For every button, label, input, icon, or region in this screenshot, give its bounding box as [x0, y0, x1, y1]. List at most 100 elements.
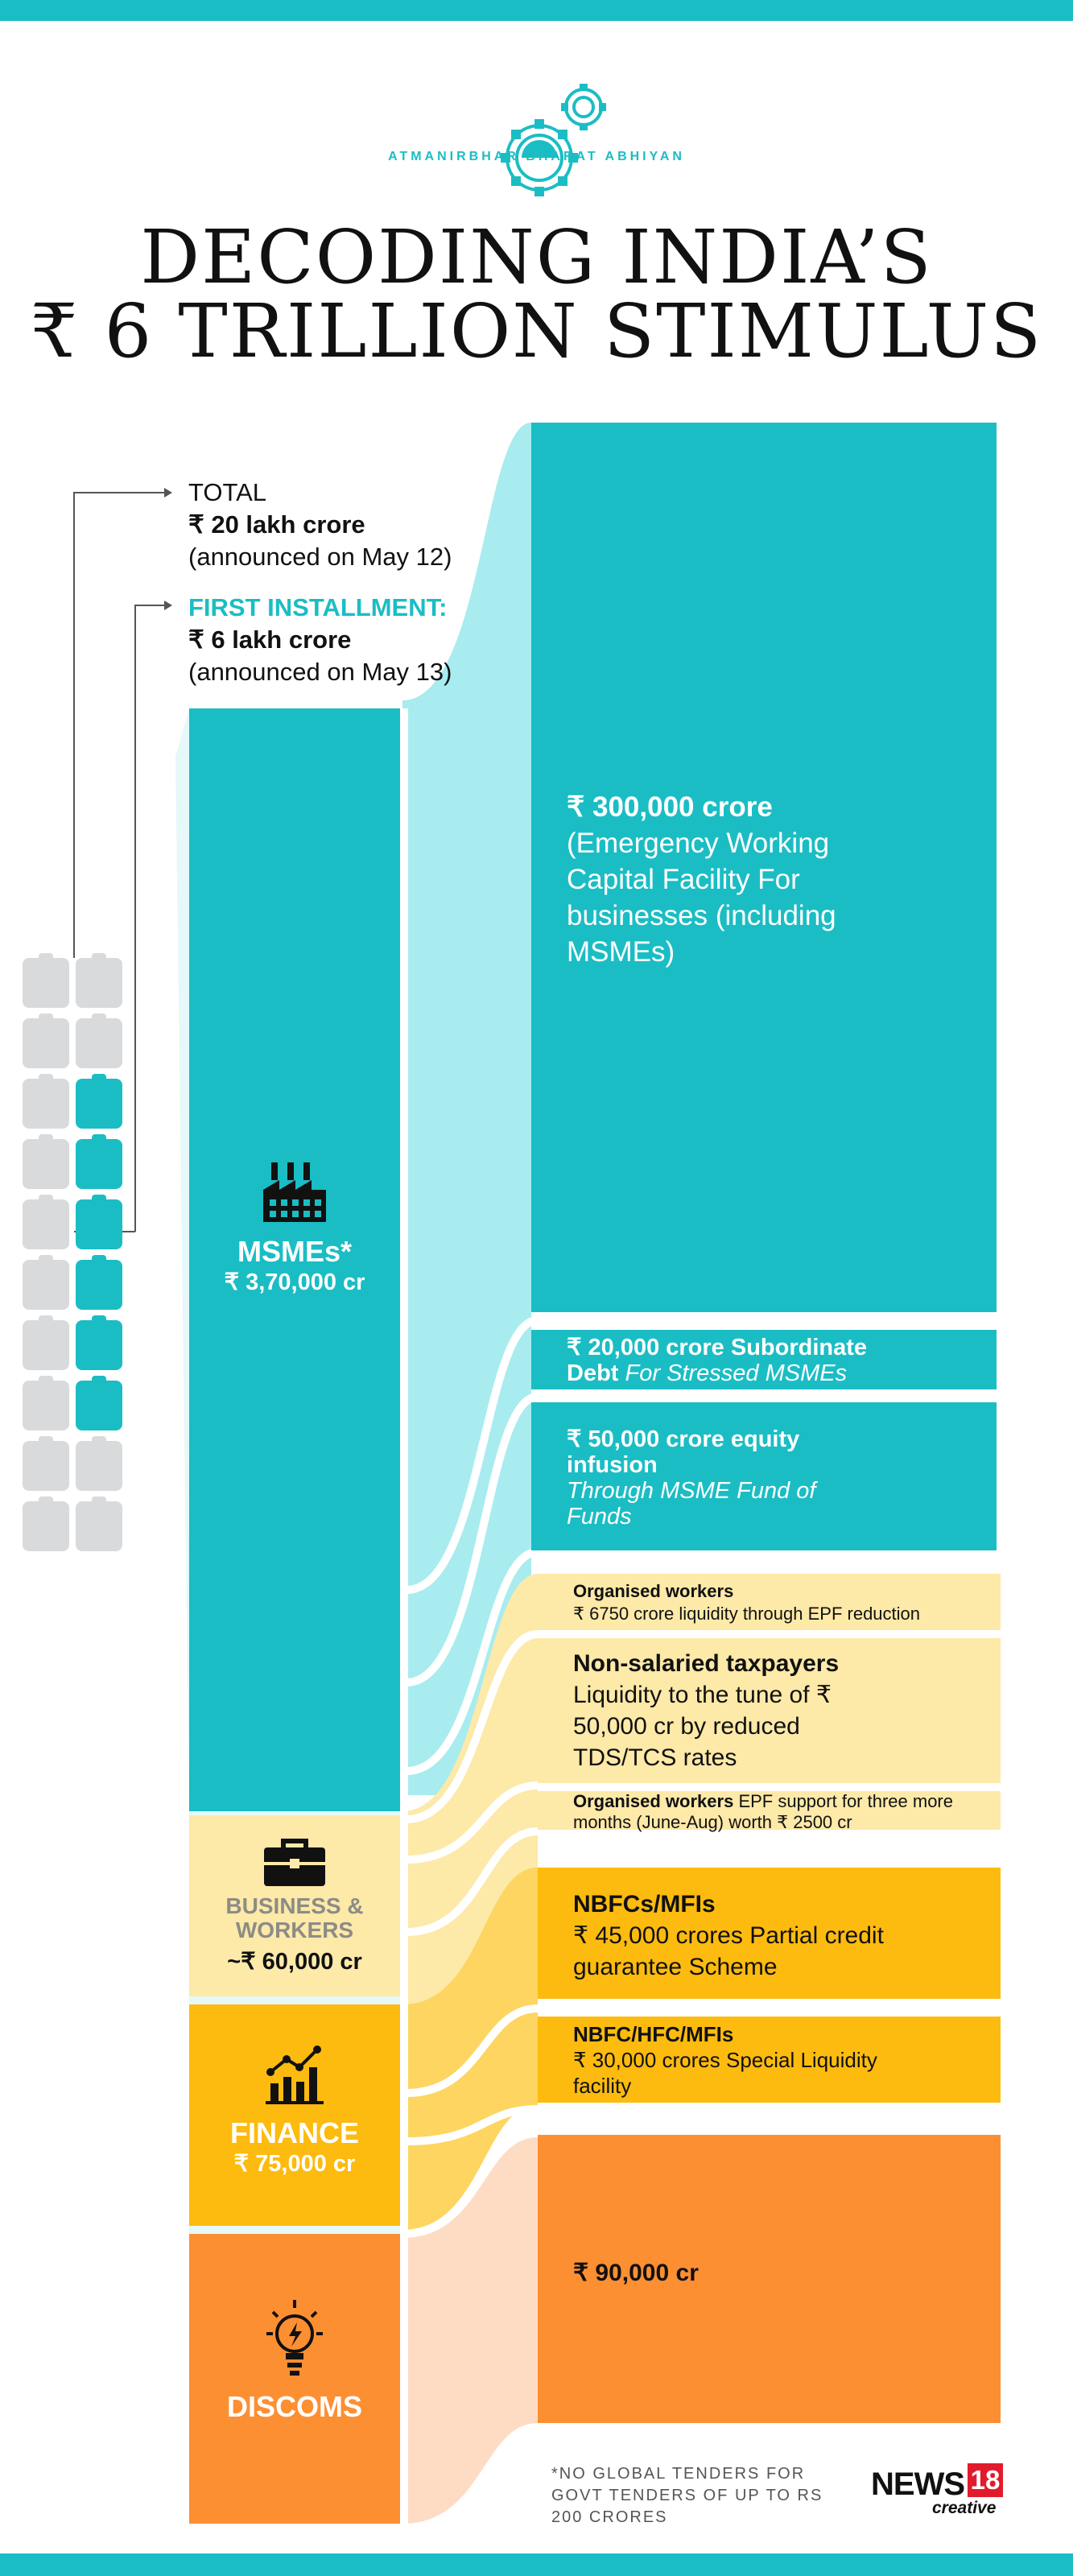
unit-cell-notch	[39, 1074, 53, 1082]
unit-cell	[23, 1376, 69, 1430]
unit-cell	[23, 1436, 69, 1491]
flow-stream-discoms	[402, 2137, 538, 2524]
item-title: Non-salaried taxpayers	[573, 1650, 840, 1677]
total-connector	[73, 492, 164, 958]
unit-cell	[23, 1074, 69, 1129]
unit-cell	[76, 1013, 122, 1068]
unit-cell	[23, 1255, 69, 1310]
unit-cell-notch	[92, 1013, 106, 1022]
item-amount: ₹ 50,000 crore equity infusion	[567, 1426, 800, 1478]
unit-cell-notch	[39, 1013, 53, 1022]
unit-cell-highlighted	[76, 1134, 122, 1189]
unit-cell-notch	[39, 953, 53, 961]
bar-chart-icon	[266, 2046, 324, 2104]
unit-cell-notch	[92, 1074, 106, 1082]
category-msmes: MSMEs* ₹ 3,70,000 cr	[189, 708, 400, 1811]
item-description: ₹ 45,000 crores Partial credit guarantee…	[573, 1922, 884, 1980]
gear-logo-icon	[501, 84, 606, 196]
unit-cell	[23, 1315, 69, 1370]
category-value: ~₹ 60,000 cr	[227, 1949, 362, 1975]
item-description: For Stressed MSMEs	[625, 1360, 848, 1386]
bottom-bar	[0, 2553, 1073, 2576]
item-organised-workers-epf-reduction: Organised workers ₹ 6750 crore liquidity…	[538, 1574, 1001, 1630]
unit-cell-highlighted	[76, 1074, 122, 1129]
category-name: BUSINESS & WORKERS	[225, 1893, 364, 1942]
unit-cell	[76, 1436, 122, 1491]
unit-cell-notch	[92, 1496, 106, 1505]
item-nbfc-partial-credit: NBFCs/MFIs ₹ 45,000 crores Partial credi…	[538, 1868, 1001, 1999]
item-organised-workers-epf-support: Organised workers EPF support for three …	[538, 1791, 1001, 1832]
item-description: Liquidity to the tune of ₹ 50,000 cr by …	[573, 1682, 832, 1771]
brand-name: NEWS	[871, 2467, 965, 2502]
unit-cell-notch	[39, 1496, 53, 1505]
total-label: TOTAL	[188, 478, 267, 506]
briefcase-icon	[264, 1839, 325, 1886]
item-amount: ₹ 90,000 cr	[573, 2260, 699, 2286]
item-amount: ₹ 300,000 crore	[567, 791, 773, 823]
total-note: (announced on May 12)	[188, 543, 452, 571]
category-name: DISCOMS	[226, 2390, 362, 2423]
item-subordinate-debt: ₹ 20,000 crore Subordinate Debt For Stre…	[531, 1330, 997, 1389]
unit-cell-notch	[92, 1315, 106, 1323]
item-emergency-working-capital: ₹ 300,000 crore (Emergency Working Capit…	[531, 423, 997, 1312]
category-business-workers: BUSINESS & WORKERS ~₹ 60,000 cr	[189, 1815, 400, 1996]
total-value: ₹ 20 lakh crore	[188, 510, 365, 539]
footnote: *NO GLOBAL TENDERS FOR GOVT TENDERS OF U…	[551, 2465, 823, 2526]
item-title: Organised workers	[573, 1581, 734, 1601]
unit-cell-notch	[39, 1195, 53, 1203]
page-title-line-1: DECODING INDIA’S	[140, 214, 933, 300]
unit-cell-highlighted	[76, 1376, 122, 1430]
item-title: NBFC/HFC/MFIs	[573, 2022, 734, 2046]
brand-sub: creative	[932, 2499, 997, 2517]
item-title: NBFCs/MFIs	[573, 1891, 716, 1918]
unit-cell	[23, 1013, 69, 1068]
unit-cell-notch	[39, 1134, 53, 1142]
category-value: ₹ 75,000 cr	[233, 2151, 356, 2177]
item-amount: ₹ 20,000 crore Subordinate Debt	[567, 1335, 868, 1386]
unit-cell	[23, 1496, 69, 1551]
category-discoms: DISCOMS	[189, 2234, 400, 2524]
first-installment-label: FIRST INSTALLMENT:	[188, 593, 448, 621]
item-nbfc-special-liquidity: NBFC/HFC/MFIs ₹ 30,000 crores Special Li…	[538, 2017, 1001, 2103]
unit-cell-highlighted	[76, 1255, 122, 1310]
category-finance: FINANCE ₹ 75,000 cr	[189, 2004, 400, 2226]
category-name: FINANCE	[230, 2116, 359, 2149]
first-installment-value: ₹ 6 lakh crore	[188, 625, 352, 654]
first-connector	[134, 605, 164, 1232]
item-discoms-liquidity: ₹ 90,000 cr	[538, 2135, 1001, 2423]
item-description: ₹ 6750 crore liquidity through EPF reduc…	[573, 1604, 921, 1624]
item-description: ₹ 30,000 crores Special Liquidity facili…	[573, 2048, 877, 2098]
unit-cell-notch	[39, 1376, 53, 1384]
first-installment-note: (announced on May 13)	[188, 658, 452, 686]
unit-cell-notch	[92, 953, 106, 961]
item-equity-infusion: ₹ 50,000 crore equity infusion Through M…	[531, 1402, 997, 1550]
logo-text: ATMANIRBHAR BHARAT ABHIYAN	[388, 150, 685, 163]
unit-cell	[23, 953, 69, 1008]
unit-cell-highlighted	[76, 1195, 122, 1249]
unit-cell-notch	[39, 1255, 53, 1263]
unit-cell-notch	[92, 1134, 106, 1142]
brand-number: 18	[968, 2463, 1003, 2497]
item-description: EPF support for three more months (June-…	[573, 1791, 953, 1832]
unit-cell	[23, 1134, 69, 1189]
unit-cell-highlighted	[76, 1315, 122, 1370]
unit-cell-notch	[39, 1315, 53, 1323]
unit-cell-notch	[92, 1255, 106, 1263]
unit-cell	[76, 1496, 122, 1551]
item-title: Organised workers	[573, 1791, 734, 1811]
item-description: Through MSME Fund of Funds	[567, 1478, 816, 1530]
unit-cell-notch	[39, 1436, 53, 1444]
page-title-line-2: ₹ 6 TRILLION STIMULUS	[30, 288, 1043, 374]
item-non-salaried-taxpayers: Non-salaried taxpayers Liquidity to the …	[538, 1638, 1001, 1783]
item-description: (Emergency Working Capital Facility For …	[567, 828, 836, 968]
unit-cell	[76, 953, 122, 1008]
factory-icon	[263, 1162, 326, 1222]
unit-cell-notch	[92, 1195, 106, 1203]
unit-cell	[23, 1195, 69, 1249]
category-name: MSMEs*	[237, 1235, 353, 1268]
bulb-icon	[266, 2300, 323, 2376]
category-value: ₹ 3,70,000 cr	[224, 1269, 365, 1295]
top-bar	[0, 0, 1073, 21]
unit-cell-notch	[92, 1436, 106, 1444]
news18-logo: NEWS 18 creative	[868, 2463, 1005, 2524]
